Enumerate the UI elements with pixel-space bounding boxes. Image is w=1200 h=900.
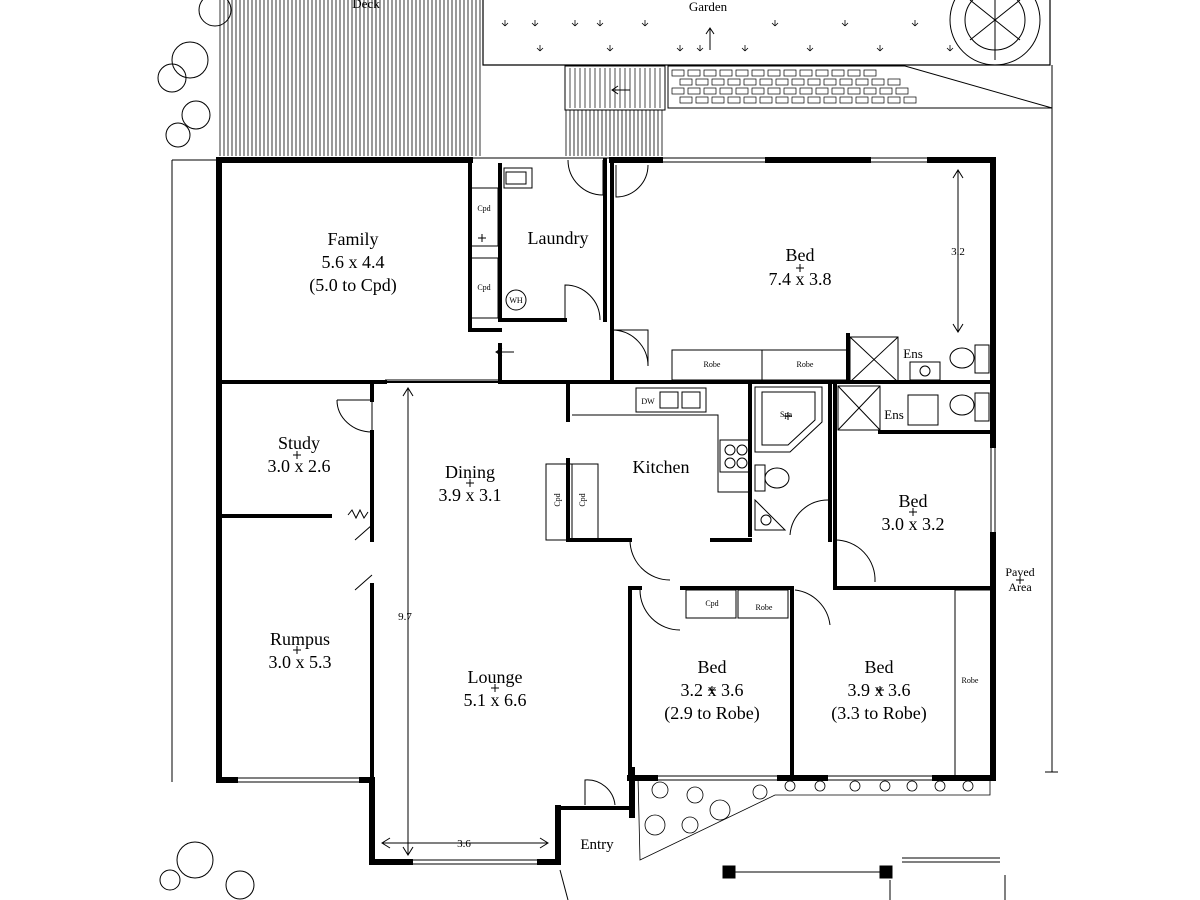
lounge-width-dim: 3.6 (457, 838, 471, 850)
tree-icon (949, 0, 1041, 66)
room-note: (2.9 to Robe) (664, 703, 759, 724)
robe-label: Robe (797, 360, 814, 369)
room-dims: 3.9 x 3.1 (439, 485, 502, 505)
room-dining: Dining 3.9 x 3.1 (439, 462, 502, 505)
room-name: Laundry (528, 228, 589, 248)
garden-label: Garden (689, 0, 728, 14)
garden-bed (637, 775, 991, 861)
paved-area: Paved Area (1005, 565, 1034, 594)
room-study: Study 3.0 x 2.6 (268, 433, 331, 476)
cupboard-label: Cpd (578, 493, 587, 506)
room-dims: 5.1 x 6.6 (464, 690, 527, 710)
entry-arrow-icon (495, 347, 514, 357)
paved-area-label: Paved (1005, 565, 1034, 579)
windows (216, 157, 996, 865)
robe-label: Robe (704, 360, 721, 369)
boundary-lines (171, 65, 1058, 782)
room-name: Bed (786, 245, 815, 265)
water-heater-label: WH (509, 296, 523, 305)
room-bed-east: Bed 3.0 x 3.2 (882, 491, 945, 534)
ensuite-label: Ens (884, 407, 904, 422)
cupboard-label: Cpd (705, 599, 718, 608)
room-name: Bed (698, 657, 727, 677)
room-dims: 5.6 x 4.4 (322, 252, 385, 272)
master-height-dim: 3.2 (951, 246, 965, 258)
ensuite-label: Ens (903, 346, 923, 361)
paved-area-label: Area (1008, 580, 1032, 594)
fixtures (385, 167, 992, 777)
robe-label: Robe (962, 676, 979, 685)
room-name: Bed (899, 491, 928, 511)
room-name: Bed (865, 657, 894, 677)
room-rumpus: Rumpus 3.0 x 5.3 (269, 629, 332, 672)
shrub-icon (159, 841, 255, 900)
room-kitchen: Kitchen (633, 457, 690, 477)
room-master-bed: Bed 7.4 x 3.8 (769, 245, 832, 289)
room-name: Lounge (468, 667, 523, 687)
steps (564, 65, 666, 111)
room-name: Entry (580, 837, 614, 853)
room-note: (3.3 to Robe) (831, 703, 926, 724)
room-name: Study (278, 433, 320, 453)
room-dims: 3.0 x 3.2 (882, 514, 945, 534)
room-laundry: Laundry (528, 228, 589, 248)
room-entry: Entry (580, 837, 614, 853)
cupboard-label: Cpd (477, 204, 490, 213)
shrub-icon (157, 0, 232, 148)
room-name: Kitchen (633, 457, 690, 477)
dishwasher-label: DW (641, 397, 655, 406)
deck-label: Deck (352, 0, 380, 11)
robe-label: Robe (756, 603, 773, 612)
brick-paving (667, 65, 1053, 109)
room-family: Family 5.6 x 4.4 (5.0 to Cpd) (309, 229, 397, 296)
carport (559, 857, 1006, 900)
room-dims: 3.0 x 2.6 (268, 456, 331, 476)
room-note: (5.0 to Cpd) (309, 275, 397, 296)
room-name: Family (327, 229, 378, 249)
garden-area (482, 0, 1051, 66)
fixture-labels: Cpd Cpd WH Robe Robe Ens Ens DW Spa Cpd … (477, 204, 979, 685)
deck-area (218, 0, 665, 160)
room-dims: 3.0 x 5.3 (269, 652, 332, 672)
room-lounge: Lounge 5.1 x 6.6 (464, 667, 527, 710)
door-swings (336, 159, 876, 806)
room-name: Dining (445, 462, 495, 482)
dimension-lines (381, 169, 964, 856)
room-dims: 7.4 x 3.8 (769, 269, 832, 289)
lounge-height-dim: 9.7 (398, 611, 412, 623)
cupboard-label: Cpd (477, 283, 490, 292)
centre-marks (293, 234, 1024, 694)
exterior-walls (216, 157, 996, 865)
cupboard-label: Cpd (553, 493, 562, 506)
room-name: Rumpus (270, 629, 330, 649)
spa-label: Spa (780, 410, 792, 419)
room-bed-se: Bed 3.9 x 3.6 (3.3 to Robe) (831, 657, 926, 724)
